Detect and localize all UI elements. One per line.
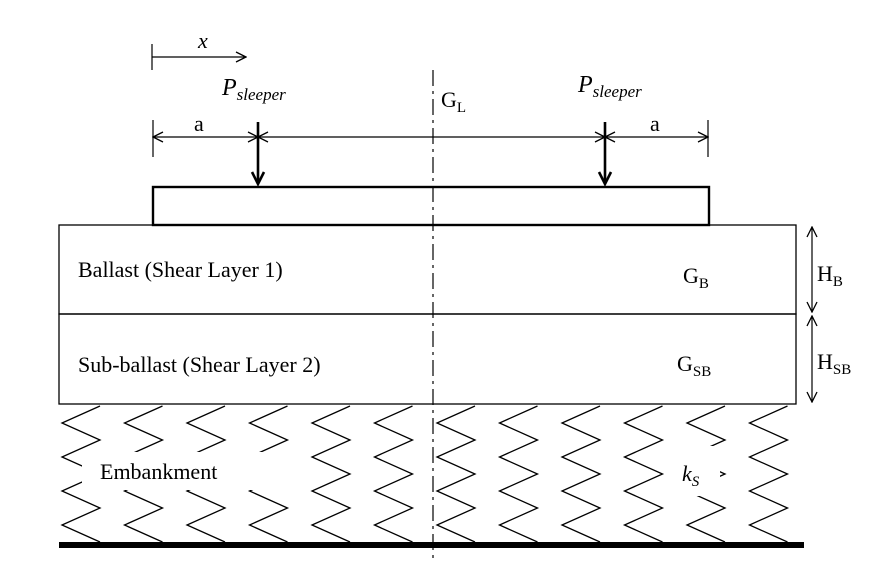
ballast-modulus-label: GB — [683, 263, 709, 292]
subballast-layer-label: Sub-ballast (Shear Layer 2) — [78, 352, 321, 377]
spring — [372, 405, 415, 543]
ballast-layer-label: Ballast (Shear Layer 1) — [78, 257, 283, 282]
ballast-height-label: HB — [817, 261, 843, 290]
offset-left-label: a — [194, 111, 204, 136]
x-axis-indicator: x — [151, 28, 246, 70]
spring-stiffness-label: kS — [682, 461, 700, 490]
subballast-layer — [58, 313, 797, 405]
spring — [747, 405, 790, 543]
spring — [435, 405, 477, 543]
spring — [497, 405, 540, 543]
spring-stiffness-label-background — [676, 446, 720, 496]
embankment-springs — [60, 405, 790, 543]
subballast-height-label: HSB — [817, 349, 851, 378]
embankment-label: Embankment — [100, 459, 217, 484]
spring — [560, 405, 602, 543]
offset-dimension: a a — [153, 111, 708, 157]
x-axis-label: x — [197, 28, 208, 53]
height-dimensions: HB HSB — [812, 227, 851, 402]
load-right-label: Psleeper — [577, 72, 642, 101]
sleeper — [151, 185, 711, 227]
centerline-label: GL — [441, 87, 466, 116]
load-left-label: Psleeper — [221, 75, 286, 104]
spring — [622, 405, 665, 543]
subballast-modulus-label: GSB — [677, 351, 711, 380]
spring — [685, 405, 727, 543]
embankment-label-background — [82, 452, 300, 490]
offset-right-label: a — [650, 111, 660, 136]
spring — [310, 405, 352, 543]
